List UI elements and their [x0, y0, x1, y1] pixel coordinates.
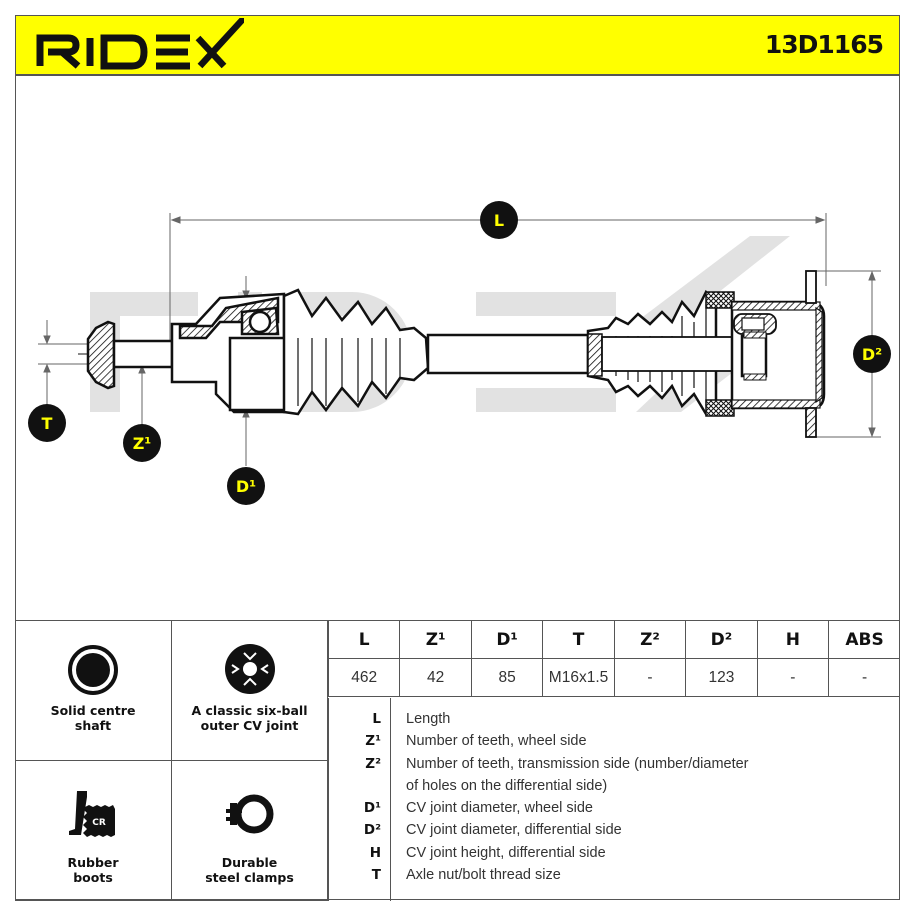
- spec-value: 123: [685, 658, 758, 697]
- header-bar: 13D1165: [15, 15, 900, 76]
- feature-six-ball-joint: A classic six-ball outer CV joint: [172, 621, 328, 761]
- svg-text:D²: D²: [862, 345, 882, 364]
- legend-desc: CV joint height, differential side: [406, 845, 606, 861]
- legend-item: H CV joint height, differential side: [329, 842, 901, 864]
- spec-header-row: L Z¹ D¹ T Z² D² H ABS: [327, 621, 900, 659]
- legend-desc: Number of teeth, transmission side (numb…: [406, 756, 749, 772]
- spec-value: M16x1.5: [542, 658, 615, 697]
- feature-label: A classic six-ball outer CV joint: [191, 703, 308, 733]
- spec-value: -: [828, 658, 900, 697]
- legend-key: H: [369, 845, 381, 861]
- legend-desc: CV joint diameter, differential side: [406, 822, 622, 838]
- legend-item: T Axle nut/bolt thread size: [329, 864, 901, 886]
- ridex-logo: [36, 18, 244, 70]
- callout-Z1: Z¹: [123, 424, 161, 462]
- spec-value: -: [756, 658, 830, 697]
- spec-header: Z¹: [399, 621, 472, 659]
- rubber-boot-cr-icon: CR: [69, 791, 115, 837]
- legend-desc: Axle nut/bolt thread size: [406, 867, 561, 883]
- feature-solid-shaft: Solid centre shaft: [15, 621, 172, 761]
- svg-text:L: L: [494, 211, 504, 230]
- spec-legend: L Length Z¹ Number of teeth, wheel side …: [328, 698, 900, 901]
- legend-key: D¹: [363, 800, 381, 816]
- legend-desc: of holes on the differential side): [406, 778, 608, 794]
- six-ball-cv-joint-icon: [224, 644, 275, 694]
- spec-table: L Z¹ D¹ T Z² D² H ABS 462 42 85 M16x1.5 …: [327, 621, 900, 697]
- svg-text:D¹: D¹: [236, 477, 256, 496]
- solid-shaft-icon: [68, 645, 118, 695]
- callout-T: T: [28, 404, 66, 442]
- legend-key: Z²: [365, 756, 381, 772]
- callout-D1: D¹: [227, 467, 265, 505]
- spec-header: H: [756, 621, 830, 659]
- spec-value: -: [613, 658, 687, 697]
- spec-grid: Solid centre shaft A classic six-ball ou…: [15, 620, 900, 901]
- svg-text:T: T: [42, 414, 53, 433]
- legend-key: Z¹: [365, 733, 381, 749]
- svg-text:Z¹: Z¹: [133, 434, 152, 453]
- feature-steel-clamps: Durable steel clamps: [172, 761, 328, 901]
- feature-label: Rubber boots: [67, 855, 119, 885]
- spec-value-row: 462 42 85 M16x1.5 - 123 - -: [327, 658, 900, 697]
- steel-clamp-icon: [225, 794, 273, 834]
- legend-desc: Number of teeth, wheel side: [406, 733, 587, 749]
- spec-header: L: [327, 621, 401, 659]
- spec-value: 85: [470, 658, 544, 697]
- legend-divider: [390, 698, 391, 901]
- legend-item: of holes on the differential side): [329, 775, 901, 797]
- svg-text:CR: CR: [92, 818, 106, 828]
- spec-header: Z²: [613, 621, 687, 659]
- legend-key: D²: [363, 822, 381, 838]
- spec-header: ABS: [828, 621, 900, 659]
- spec-header: D²: [685, 621, 758, 659]
- spec-value: 462: [327, 658, 401, 697]
- part-number: 13D1165: [764, 30, 884, 59]
- legend-item: D¹ CV joint diameter, wheel side: [329, 797, 901, 819]
- spec-header: D¹: [470, 621, 544, 659]
- legend-item: Z² Number of teeth, transmission side (n…: [329, 753, 901, 775]
- spec-value: 42: [399, 658, 472, 697]
- callout-D2: D²: [853, 335, 891, 373]
- callout-L: L: [480, 201, 518, 239]
- legend-desc: CV joint diameter, wheel side: [406, 800, 593, 816]
- legend-key: T: [371, 867, 381, 883]
- spec-header: T: [542, 621, 615, 659]
- legend-item: L Length: [329, 708, 901, 730]
- drive-shaft-diagram: L D² T Z¹ D¹: [28, 201, 891, 505]
- feature-rubber-boots: CR Rubber boots: [15, 761, 172, 901]
- feature-label: Solid centre shaft: [50, 703, 136, 733]
- legend-item: Z¹ Number of teeth, wheel side: [329, 730, 901, 752]
- legend-item: D² CV joint diameter, differential side: [329, 819, 901, 841]
- shaft-assembly: [86, 270, 826, 438]
- legend-desc: Length: [406, 711, 451, 727]
- feature-label: Durable steel clamps: [205, 855, 294, 885]
- legend-key: L: [372, 711, 381, 727]
